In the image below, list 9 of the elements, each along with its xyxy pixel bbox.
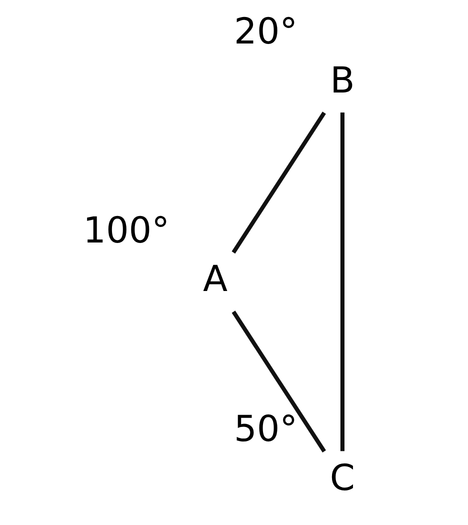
node-text: B: [330, 60, 355, 102]
connector: [232, 310, 326, 453]
node-text: C: [330, 458, 355, 500]
node-label: 50°: [234, 409, 298, 450]
node-label: 100°: [83, 210, 170, 252]
connector: [340, 112, 344, 452]
connector: [232, 112, 326, 254]
node-text: A: [202, 259, 228, 300]
node-label: 20°: [234, 11, 298, 52]
